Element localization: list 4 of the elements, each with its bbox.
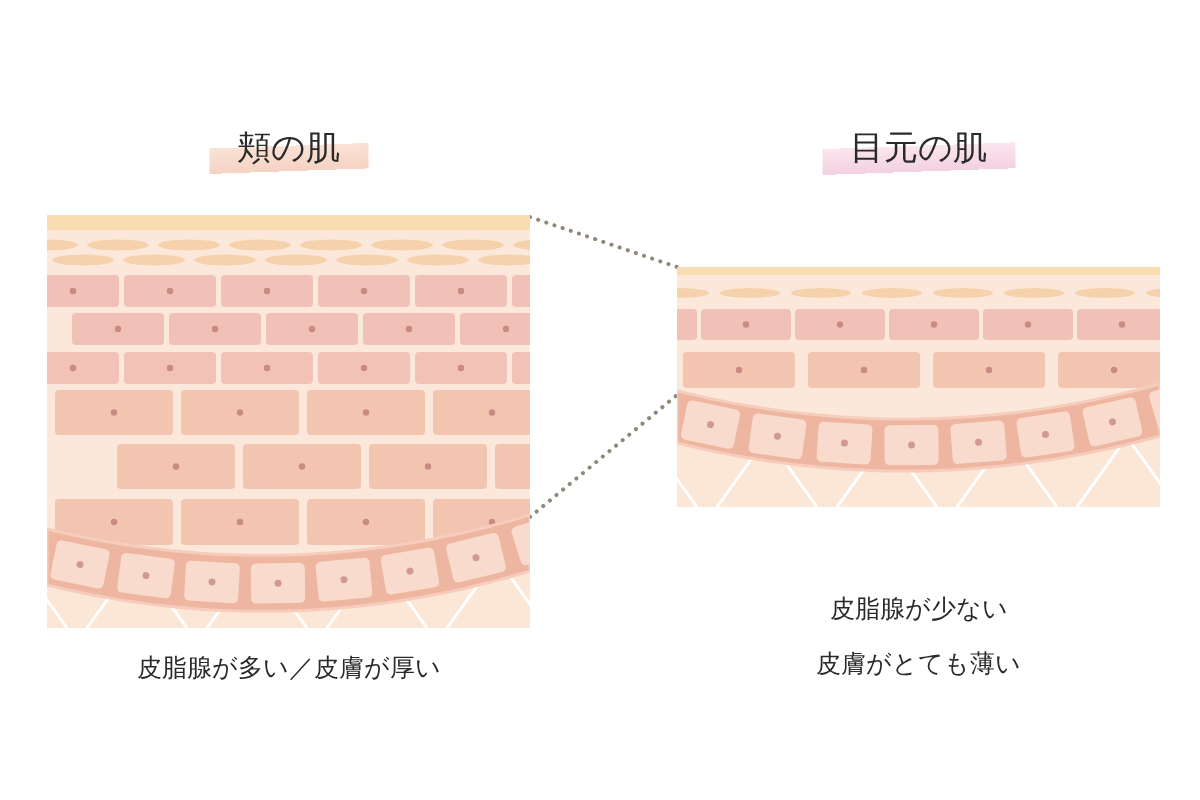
node-label: 皮脂腺が多い／皮膚が厚い [136, 652, 441, 684]
node-label: 皮脂腺が少ない [829, 593, 1008, 625]
dotted-line [528, 215, 679, 269]
node-label: 皮膚がとても薄い [816, 648, 1021, 680]
